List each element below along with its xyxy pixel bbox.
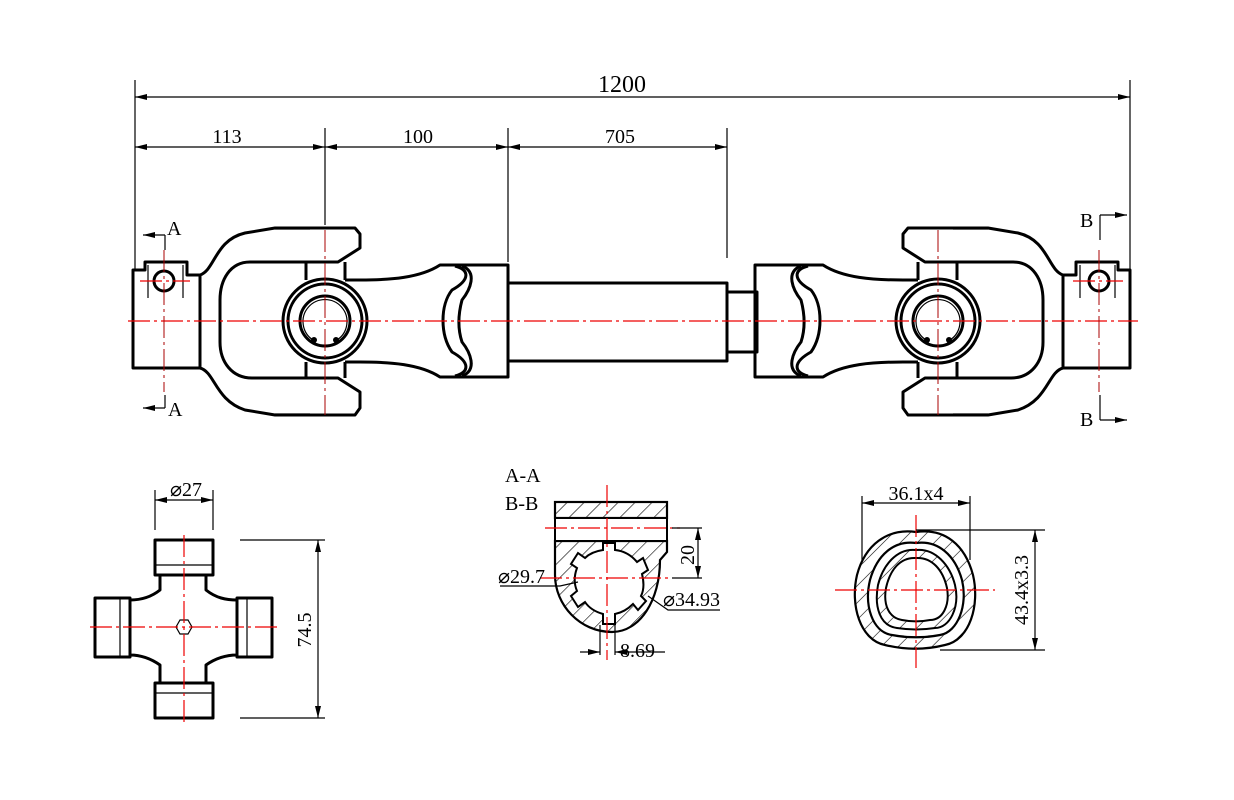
tube (506, 281, 729, 363)
dim-705-label: 705 (605, 126, 635, 148)
dim-113-label: 113 (212, 126, 241, 148)
section-mark-b-bottom: B (1080, 409, 1093, 431)
section-label-a-a: A-A (505, 465, 541, 487)
inner-tube-stub (725, 290, 759, 354)
tube-profile-view: 36.1x4 43.4x3.3 (835, 483, 1045, 668)
section-mark-b-top: B (1080, 210, 1093, 232)
section-marks: A A B B (143, 210, 1127, 431)
inner-diameter-label: ⌀29.7 (498, 566, 545, 588)
profile-height-label: 43.4x3.3 (1011, 555, 1033, 625)
drive-shaft-assembly (128, 226, 1138, 417)
offset-dim-label: 20 (677, 545, 699, 565)
yoke-section-view: A-A B-B 20 ⌀29.7 ⌀34.93 8.69 (498, 465, 720, 662)
cross-span-label: 74.5 (294, 613, 316, 648)
profile-width-label: 36.1x4 (889, 483, 944, 505)
section-mark-a-bottom: A (168, 399, 183, 421)
overall-length-label: 1200 (598, 72, 646, 98)
outer-diameter-label: ⌀34.93 (663, 589, 720, 611)
dim-100-label: 100 (403, 126, 433, 148)
cross-diameter-label: ⌀27 (170, 479, 202, 501)
top-dimensions: 1200 113 100 705 (134, 72, 1131, 270)
section-label-b-b: B-B (505, 493, 538, 515)
slot-width-label: 8.69 (620, 640, 655, 662)
universal-cross-view: ⌀27 74.5 (90, 479, 325, 722)
section-mark-a-top: A (167, 218, 182, 240)
